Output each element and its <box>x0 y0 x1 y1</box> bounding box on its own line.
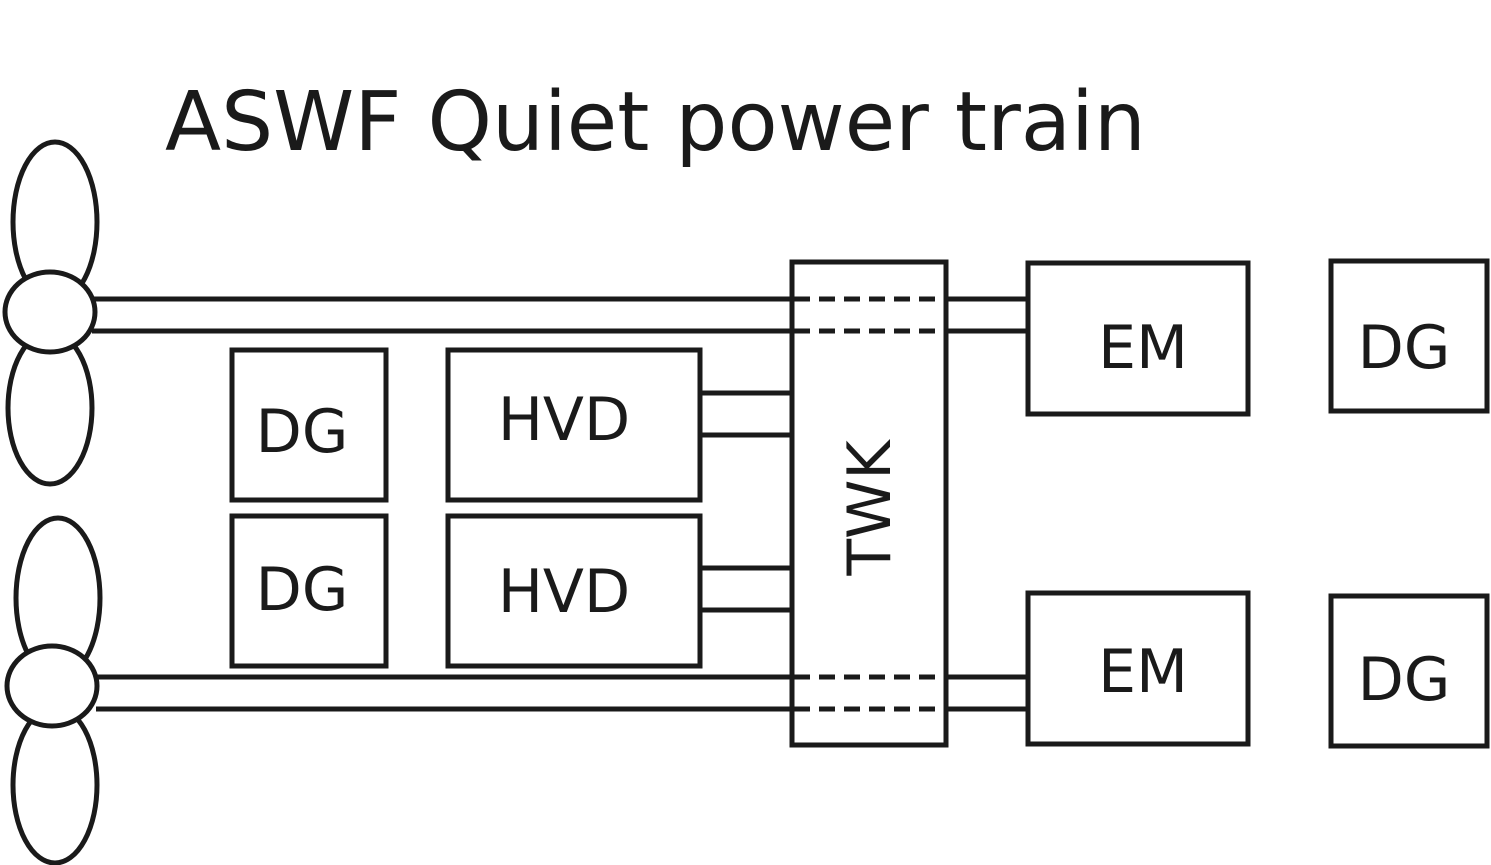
hvd-twk-connectors <box>700 390 792 613</box>
hvd-top-label: HVD <box>498 385 630 455</box>
hvd-top-box <box>445 347 703 503</box>
shaft-top <box>92 296 792 334</box>
em-top-label: EM <box>1098 313 1188 383</box>
twk-dashed-shafts <box>794 296 944 712</box>
dg-left-bottom-label: DG <box>256 555 349 625</box>
twk-label: TWK <box>835 439 905 577</box>
dg-left-top-box <box>229 347 389 503</box>
em-bottom-box <box>1025 590 1251 747</box>
em-top-box <box>1025 260 1251 417</box>
dg-left-bottom-box <box>229 513 389 669</box>
em-shafts <box>946 296 1028 712</box>
diagram-title: ASWF Quiet power train <box>165 75 1146 170</box>
shaft-bottom <box>96 674 792 712</box>
hvd-bottom-label: HVD <box>498 557 630 627</box>
dg-right-bottom-box <box>1328 593 1490 749</box>
hvd-bottom-box <box>445 513 703 669</box>
twk-box <box>789 259 949 748</box>
dg-right-top-box <box>1328 258 1490 414</box>
em-bottom-label: EM <box>1098 637 1188 707</box>
dg-right-top-label: DG <box>1358 313 1451 383</box>
dg-right-bottom-label: DG <box>1358 645 1451 715</box>
dg-left-top-label: DG <box>256 397 349 467</box>
propeller-top <box>2 139 100 487</box>
propeller-bottom <box>4 515 103 865</box>
